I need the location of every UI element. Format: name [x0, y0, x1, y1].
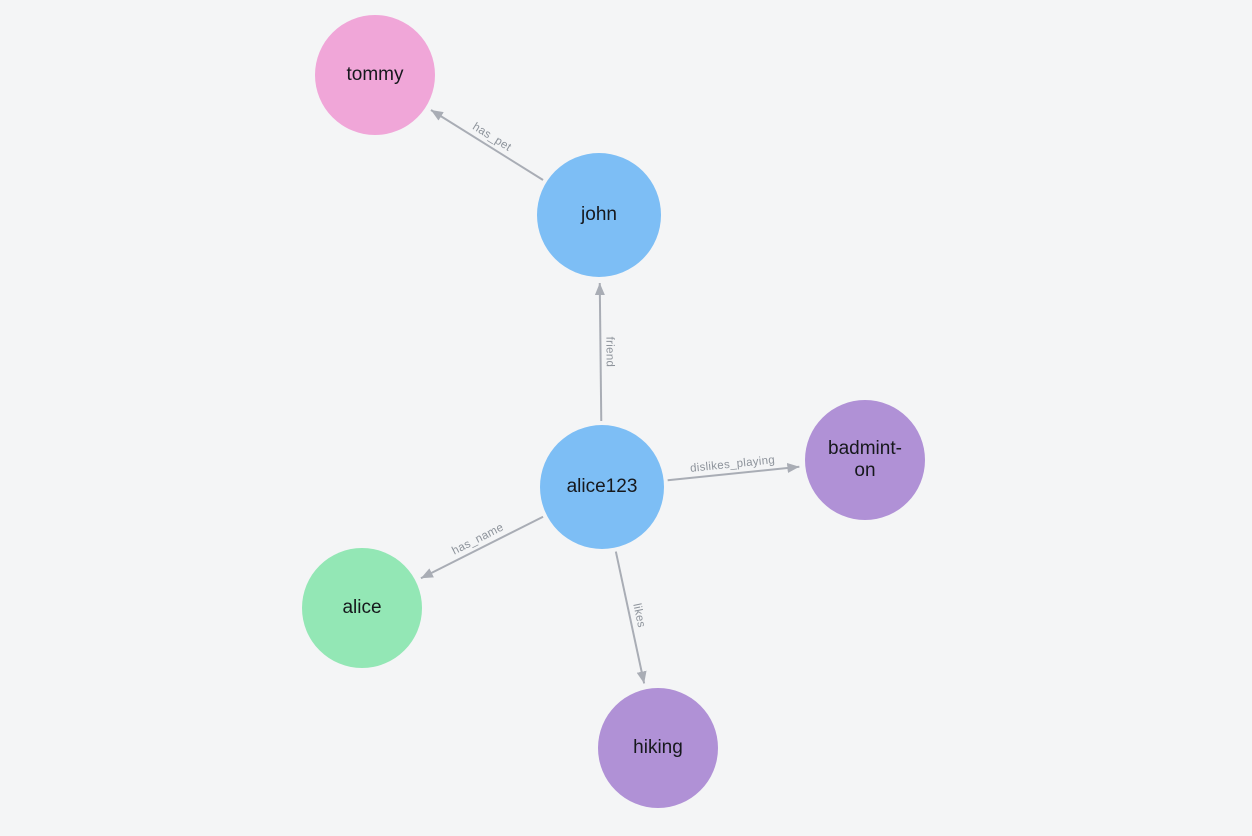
edge-has_pet[interactable]: has_pet [430, 109, 544, 181]
edge-line-dislikes_playing[interactable] [667, 462, 800, 482]
node-alice[interactable]: alice [302, 548, 422, 668]
node-alice123[interactable]: alice123 [540, 425, 664, 549]
edge-line-has_name[interactable] [420, 515, 544, 580]
edge-line-likes[interactable] [614, 551, 647, 684]
edge-has_name[interactable]: has_name [420, 515, 544, 580]
edge-line-has_pet[interactable] [430, 109, 544, 181]
edge-label-likes: likes [630, 602, 647, 628]
node-hiking[interactable]: hiking [598, 688, 718, 808]
node-label-alice123: alice123 [566, 476, 638, 498]
node-label-badminton: badmint- on [828, 438, 902, 481]
edge-line-friend[interactable] [594, 282, 605, 422]
edge-friend[interactable]: friend [594, 282, 616, 422]
edge-label-friend: friend [603, 337, 615, 368]
node-label-tommy: tommy [346, 64, 404, 86]
node-label-alice: alice [342, 597, 382, 619]
node-label-john: john [581, 204, 617, 226]
node-label-hiking: hiking [633, 737, 683, 759]
edge-likes[interactable]: likes [614, 551, 647, 684]
node-john[interactable]: john [537, 153, 661, 277]
edge-label-dislikes_playing: dislikes_playing [690, 454, 776, 475]
edge-dislikes_playing[interactable]: dislikes_playing [667, 454, 800, 482]
node-badminton[interactable]: badmint- on [805, 400, 925, 520]
node-tommy[interactable]: tommy [315, 15, 435, 135]
